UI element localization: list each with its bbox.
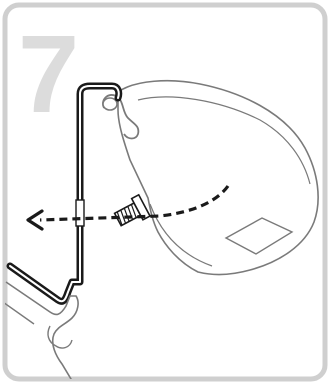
hook-ring <box>102 97 118 111</box>
dashed-arrow-left-icon <box>26 209 44 231</box>
housing-edge <box>137 96 311 185</box>
housing-slot <box>224 217 294 255</box>
wall-line <box>5 299 35 325</box>
bracket-hole <box>75 199 85 227</box>
direction-arrow <box>39 185 230 222</box>
housing-lower-edge <box>149 203 213 267</box>
wall-bracket-highlight <box>9 85 120 303</box>
step-number: 7 <box>18 13 79 136</box>
hanging-hook <box>102 94 140 140</box>
screw-icon <box>113 193 152 227</box>
fixture-detail <box>47 325 73 349</box>
